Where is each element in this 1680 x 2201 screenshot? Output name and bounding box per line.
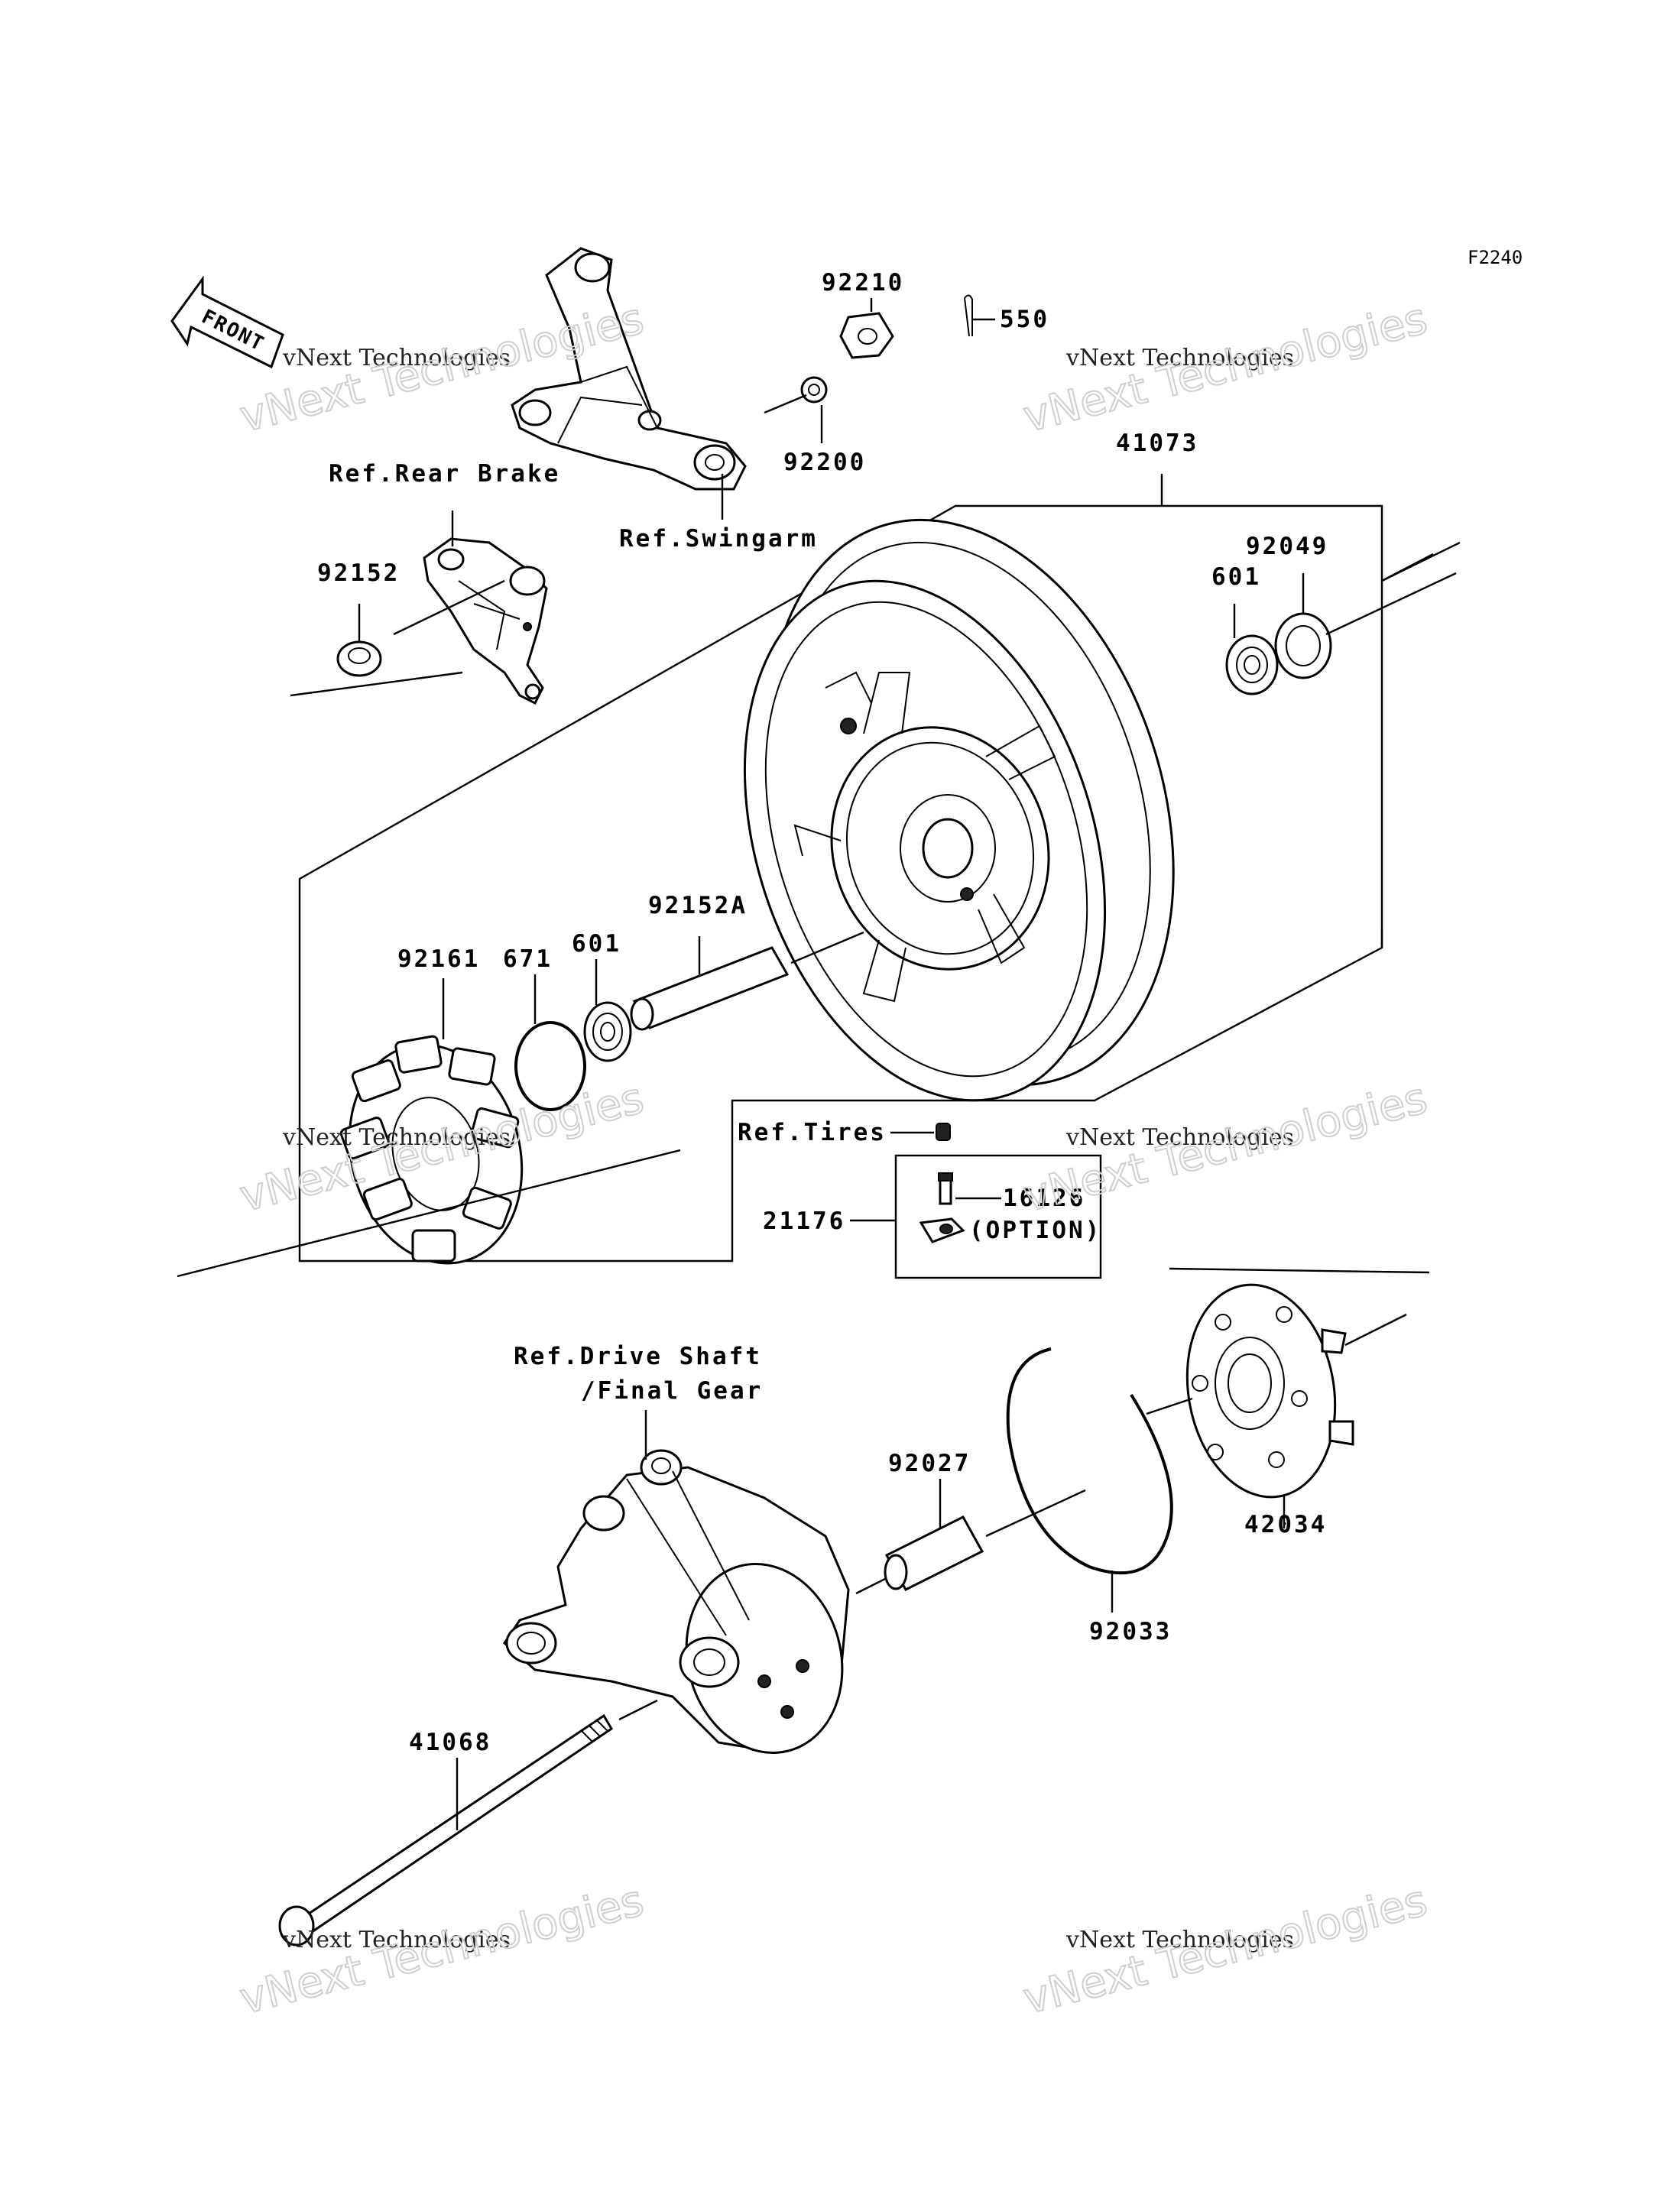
label-ref-rear-brake: Ref.Rear Brake [329, 460, 560, 488]
label-92210: 92210 [822, 269, 904, 297]
label-601-right: 601 [1211, 563, 1261, 591]
snap-ring-92033-part [1006, 1347, 1173, 1575]
label-601-left: 601 [572, 930, 621, 958]
label-92049: 92049 [1246, 533, 1328, 560]
swingarm-part [511, 247, 747, 491]
rear-wheel-41073-part [743, 518, 1175, 1102]
label-92027: 92027 [888, 1450, 971, 1477]
final-gear-case-part [503, 1449, 850, 1754]
bearing-601-left-part [583, 1001, 632, 1062]
label-550: 550 [1000, 306, 1049, 333]
watermark: vNext Technologies vNext Technologies [1018, 1875, 1433, 2025]
watermark: vNext Technologies vNext Technologies [1018, 293, 1433, 443]
label-671: 671 [503, 945, 553, 973]
watermark-text: vNext Technologies [1065, 345, 1294, 371]
label-42034: 42034 [1244, 1511, 1327, 1538]
label-92200: 92200 [783, 449, 866, 476]
front-arrow-icon: FRONT [170, 275, 284, 369]
watermark: vNext Technologies vNext Technologies [235, 1875, 650, 2025]
watermark-text: vNext Technologies [282, 1124, 511, 1151]
o-ring-671-part [514, 1021, 586, 1111]
label-ref-tires: Ref.Tires [738, 1119, 887, 1146]
label-16126: 16126 [1003, 1185, 1085, 1212]
spacer-92152A-part [630, 946, 790, 1031]
label-ref-drive-shaft: Ref.Drive Shaft [514, 1343, 762, 1370]
watermark-text: vNext Technologies [282, 1927, 511, 1953]
washer-92200-part [800, 376, 828, 404]
label-21176: 21176 [763, 1207, 845, 1235]
valve-16126-part [919, 1172, 965, 1243]
watermark-text: vNext Technologies [282, 345, 511, 371]
label-final-gear: /Final Gear [581, 1377, 763, 1405]
diagram-code: F2240 [1468, 247, 1523, 268]
label-41068: 41068 [409, 1729, 491, 1756]
watermark-text: vNext Technologies [1065, 1927, 1294, 1953]
valve-cap-part [936, 1123, 951, 1141]
label-option: (OPTION) [969, 1217, 1101, 1244]
nut-92210-part [839, 312, 894, 359]
label-92161: 92161 [397, 945, 480, 973]
watermark: vNext Technologies vNext Technologies [1018, 1073, 1433, 1223]
collar-92027-part [884, 1515, 984, 1591]
watermark-text: vNext Technologies [1065, 1124, 1294, 1151]
label-41073: 41073 [1116, 430, 1198, 457]
label-92152: 92152 [317, 559, 400, 587]
label-ref-swingarm: Ref.Swingarm [619, 525, 818, 553]
label-92152A: 92152A [648, 892, 748, 919]
seal-92049-part [1274, 612, 1332, 679]
driven-flange-42034-part [1185, 1283, 1354, 1499]
damper-92161-part [339, 1035, 524, 1265]
bearing-601-right-part [1225, 634, 1279, 695]
option-box [894, 1154, 1102, 1279]
rear-brake-bracket-part [423, 537, 548, 705]
label-92033: 92033 [1089, 1618, 1172, 1645]
cotter-pin-550-part [964, 294, 973, 337]
collar-92152-part [336, 640, 382, 677]
